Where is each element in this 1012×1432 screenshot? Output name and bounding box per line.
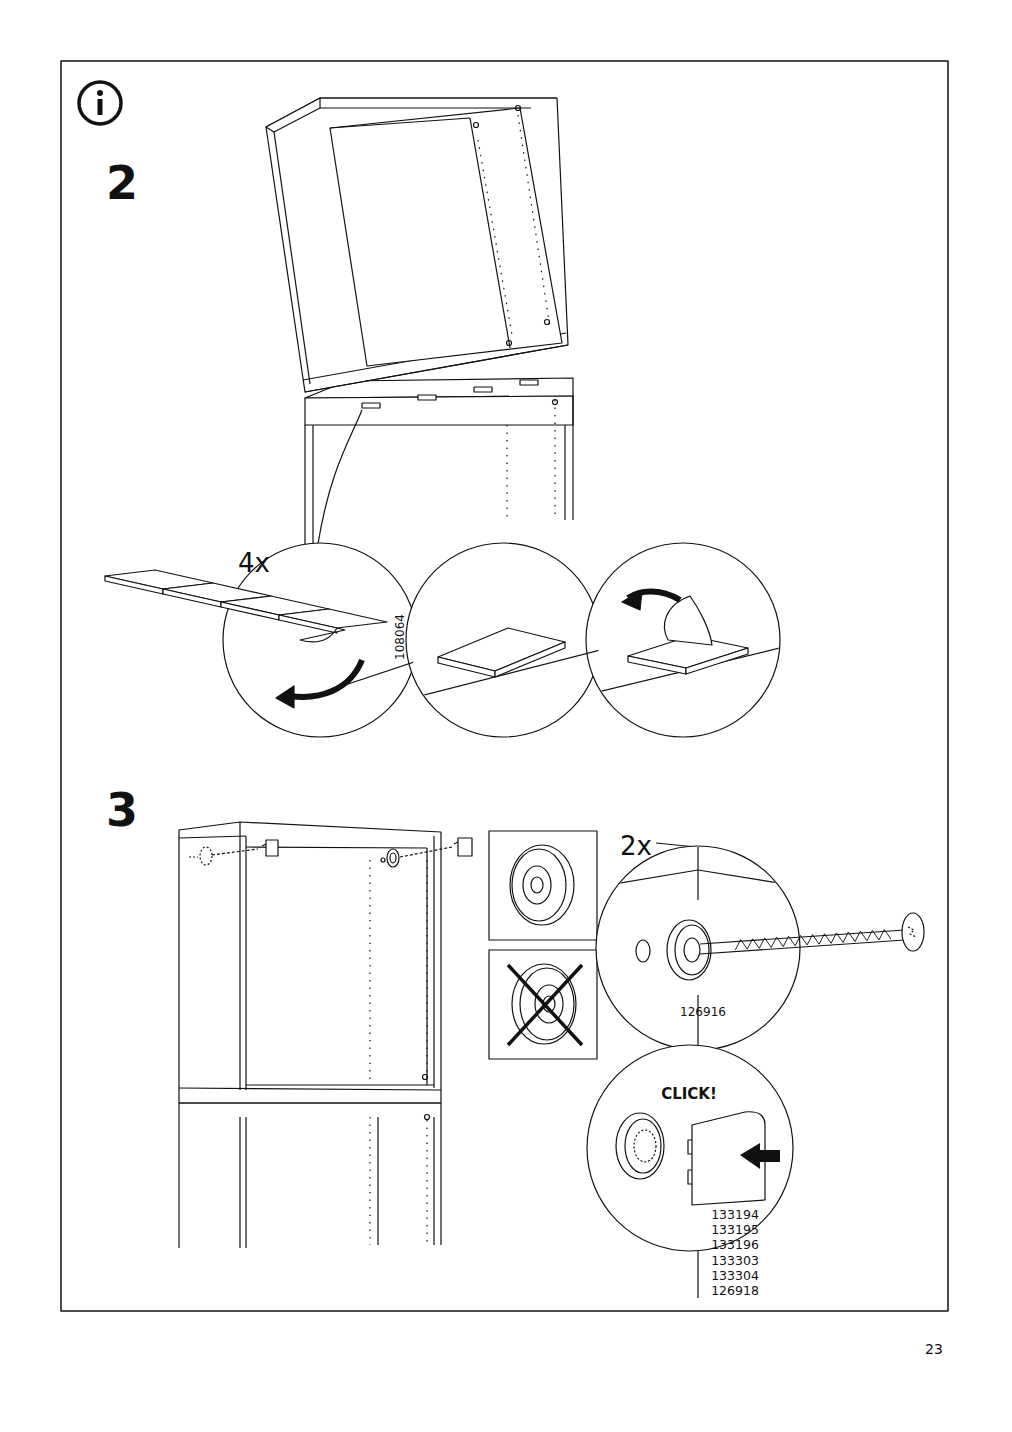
- adhesive-pad: [622, 590, 748, 674]
- page-frame: [61, 61, 948, 1311]
- part-number: 133304: [711, 1269, 759, 1283]
- detail-circle: [586, 543, 780, 737]
- part-number: 133303: [711, 1254, 759, 1268]
- part-number: 108064: [394, 614, 407, 660]
- quantity: 4x: [238, 549, 270, 578]
- page-number: 23: [925, 1342, 943, 1357]
- detail-circle: [406, 543, 600, 737]
- screw-with-washer: [636, 913, 924, 980]
- tilted-cabinet: [266, 98, 568, 392]
- wall-fittings: [189, 838, 472, 867]
- wrong-orientation-box: [489, 950, 597, 1059]
- adhesive-pad-strip: [105, 570, 387, 708]
- quantity: 2x: [620, 832, 652, 861]
- step-number: 2: [106, 158, 138, 209]
- info-icon: [79, 82, 121, 124]
- part-number: 126918: [711, 1284, 759, 1298]
- part-number: 126916: [680, 1006, 726, 1019]
- detail-circle: [596, 846, 800, 1050]
- cabinet: [179, 822, 441, 1103]
- part-number: 133194: [711, 1208, 759, 1222]
- part-number: 133196: [711, 1239, 759, 1253]
- detail-circle: [223, 543, 417, 737]
- part-number: 133195: [711, 1223, 759, 1237]
- correct-orientation-box: [489, 831, 597, 940]
- lower-unit: [179, 1103, 441, 1248]
- leader-line: [318, 410, 362, 544]
- cover-cap-detail: [616, 1112, 780, 1298]
- detail-circle: [587, 1045, 793, 1251]
- lower-unit: [305, 378, 573, 545]
- adhesive-pad: [438, 628, 565, 677]
- click-note: CLICK!: [661, 1086, 717, 1103]
- step-number: 3: [106, 785, 138, 836]
